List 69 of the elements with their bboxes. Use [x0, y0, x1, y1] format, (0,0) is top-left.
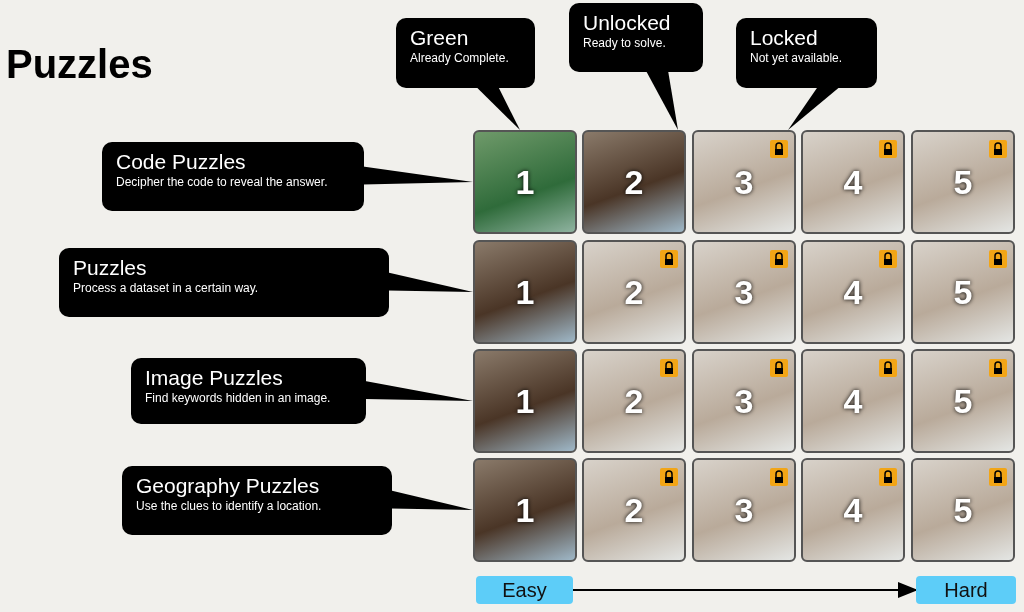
tile-number: 5 — [953, 490, 973, 530]
callout-description: Ready to solve. — [583, 35, 667, 51]
callout-tail — [788, 87, 840, 130]
tile-number: 5 — [953, 272, 973, 312]
puzzle-tile — [911, 349, 1015, 453]
callout-heading: Code Puzzles — [116, 150, 247, 174]
puzzle-tile — [692, 349, 796, 453]
tile-number: 2 — [624, 272, 644, 312]
callout-tail — [391, 490, 473, 510]
puzzle-tile — [473, 458, 577, 562]
callout-bubble — [131, 358, 366, 424]
puzzle-tile — [582, 240, 686, 344]
callout-description: Use the clues to identify a location. — [136, 498, 323, 514]
tile-number: 4 — [843, 381, 863, 421]
puzzle-tile — [582, 458, 686, 562]
puzzle-tile — [473, 240, 577, 344]
puzzle-tile — [911, 458, 1015, 562]
callout-bubble — [122, 466, 392, 535]
callout-bubble — [569, 3, 703, 72]
callout-description: Process a dataset in a certain way. — [73, 280, 260, 296]
puzzle-tile — [473, 349, 577, 453]
difficulty-label: Easy — [476, 576, 573, 604]
tile-number: 4 — [843, 490, 863, 530]
callout-heading: Geography Puzzles — [136, 474, 321, 498]
puzzle-tile — [911, 240, 1015, 344]
callout-description: Already Complete. — [410, 50, 510, 66]
tile-number: 4 — [843, 162, 863, 202]
tile-number: 3 — [734, 490, 754, 530]
puzzle-tile — [801, 349, 905, 453]
puzzle-tile — [911, 130, 1015, 234]
tile-number: 1 — [515, 490, 535, 530]
puzzle-tile — [473, 130, 577, 234]
callout-bubble — [102, 142, 364, 211]
puzzle-tile — [801, 130, 905, 234]
callout-tail — [646, 71, 678, 130]
tile-number: 1 — [515, 381, 535, 421]
callout-heading: Puzzles — [73, 256, 148, 280]
tile-number: 1 — [515, 162, 535, 202]
callout-description: Decipher the code to reveal the answer. — [116, 174, 329, 190]
tile-number: 2 — [624, 162, 644, 202]
tile-number: 3 — [734, 162, 754, 202]
difficulty-arrow — [572, 582, 918, 598]
callout-tail — [476, 87, 520, 130]
puzzle-tile — [801, 458, 905, 562]
tile-number: 1 — [515, 272, 535, 312]
puzzle-tile — [582, 130, 686, 234]
callout-heading: Image Puzzles — [145, 366, 284, 390]
tile-number: 5 — [953, 162, 973, 202]
callout-tail — [365, 381, 473, 401]
callout-heading: Unlocked — [583, 11, 672, 35]
puzzle-tile — [692, 130, 796, 234]
page-title: Puzzles — [6, 42, 153, 87]
callout-description: Find keywords hidden in an image. — [145, 390, 332, 406]
puzzle-tile — [692, 458, 796, 562]
puzzle-tile — [692, 240, 796, 344]
tile-number: 4 — [843, 272, 863, 312]
tile-number: 2 — [624, 490, 644, 530]
puzzle-tile — [582, 349, 686, 453]
callout-tail — [388, 272, 473, 292]
difficulty-label: Hard — [916, 576, 1016, 604]
tile-number: 3 — [734, 272, 754, 312]
callout-heading: Locked — [750, 26, 819, 50]
tile-number: 2 — [624, 381, 644, 421]
callout-bubble — [59, 248, 389, 317]
callout-heading: Green — [410, 26, 470, 50]
callout-description: Not yet available. — [750, 50, 844, 66]
tile-number: 3 — [734, 381, 754, 421]
tile-number: 5 — [953, 381, 973, 421]
puzzle-tile — [801, 240, 905, 344]
